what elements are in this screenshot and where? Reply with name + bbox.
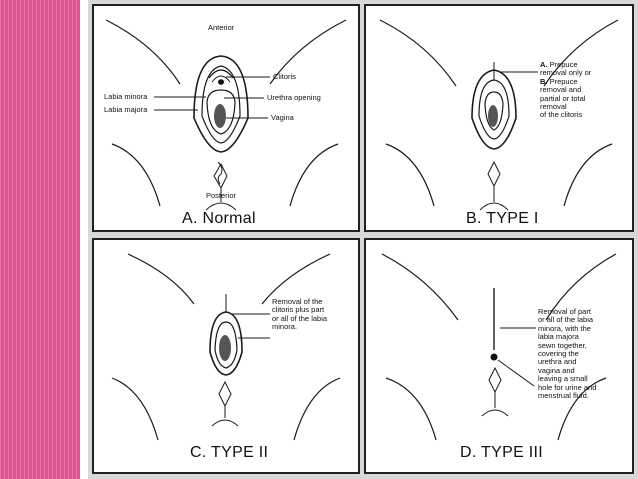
type-2-description: Removal of the clitoris plus part or all… xyxy=(272,297,328,332)
type-2-line: Removal of the xyxy=(272,297,323,306)
label-clitoris: Clitoris xyxy=(273,72,296,81)
type-3-line: covering the xyxy=(538,349,579,359)
type-2-line: clitoris plus part xyxy=(272,305,325,315)
type-2-anatomy-drawing xyxy=(111,253,341,441)
type-3-line: labia majora xyxy=(538,332,579,342)
stripe-edge xyxy=(80,0,86,479)
type-3-anatomy-drawing xyxy=(381,253,617,441)
type-3-line: menstrual fluid. xyxy=(538,391,589,401)
label-urethra-opening: Urethra opening xyxy=(267,93,321,102)
caption-type-2: C. TYPE II xyxy=(190,444,269,461)
label-labia-majora: Labia majora xyxy=(104,105,148,114)
type-3-line: urethra and xyxy=(538,357,577,367)
caption-type-3: D. TYPE III xyxy=(460,444,544,461)
type-3-line: Removal of part xyxy=(538,307,591,316)
label-labia-minora: Labia minora xyxy=(104,92,148,101)
type-1-line-4: removal and xyxy=(540,85,582,95)
label-posterior: Posterior xyxy=(206,191,237,200)
type-1-line-6: removal xyxy=(540,102,567,112)
panel-normal: Anterior Clitoris Labia minora Urethra o… xyxy=(92,4,360,232)
caption-normal: A. Normal xyxy=(182,210,256,227)
type-1-description: A. Prepuce removal only or B. Prepuce re… xyxy=(540,60,592,120)
type-2-line: or all of the labia xyxy=(272,313,328,323)
option-a-letter: A. xyxy=(540,60,548,69)
type-1-line-5: partial or total xyxy=(540,93,586,103)
type-1-line-2: removal only or xyxy=(540,68,592,78)
type-3-line: or all of the labia xyxy=(538,315,594,325)
type-3-line: leaving a small xyxy=(538,374,588,384)
type-1-line-7: of the clitoris xyxy=(540,110,583,120)
type-3-line: vagina and xyxy=(538,365,575,375)
type-3-line: sewn together, xyxy=(538,340,587,350)
type-1-anatomy-drawing xyxy=(379,19,619,211)
decorative-side-stripe xyxy=(0,0,80,479)
normal-anatomy-drawing xyxy=(105,19,347,211)
label-anterior: Anterior xyxy=(208,23,235,32)
option-b-text: Prepuce xyxy=(549,76,578,86)
type-3-description: Removal of part or all of the labia mino… xyxy=(538,307,597,401)
type-3-line: minora, with the xyxy=(538,323,591,333)
option-b-letter: B. xyxy=(540,76,548,86)
option-a-text: Prepuce xyxy=(549,60,578,69)
panel-type-1: A. Prepuce removal only or B. Prepuce re… xyxy=(364,4,634,232)
type-2-line: minora. xyxy=(272,322,298,332)
panel-type-3: Removal of part or all of the labia mino… xyxy=(364,238,634,474)
fgm-types-figure: Anterior Clitoris Labia minora Urethra o… xyxy=(88,0,638,479)
label-vagina: Vagina xyxy=(271,113,294,122)
panel-type-2: Removal of the clitoris plus part or all… xyxy=(92,238,360,474)
caption-type-1: B. TYPE I xyxy=(466,210,539,227)
type-3-line: hole for urine and xyxy=(538,382,597,392)
